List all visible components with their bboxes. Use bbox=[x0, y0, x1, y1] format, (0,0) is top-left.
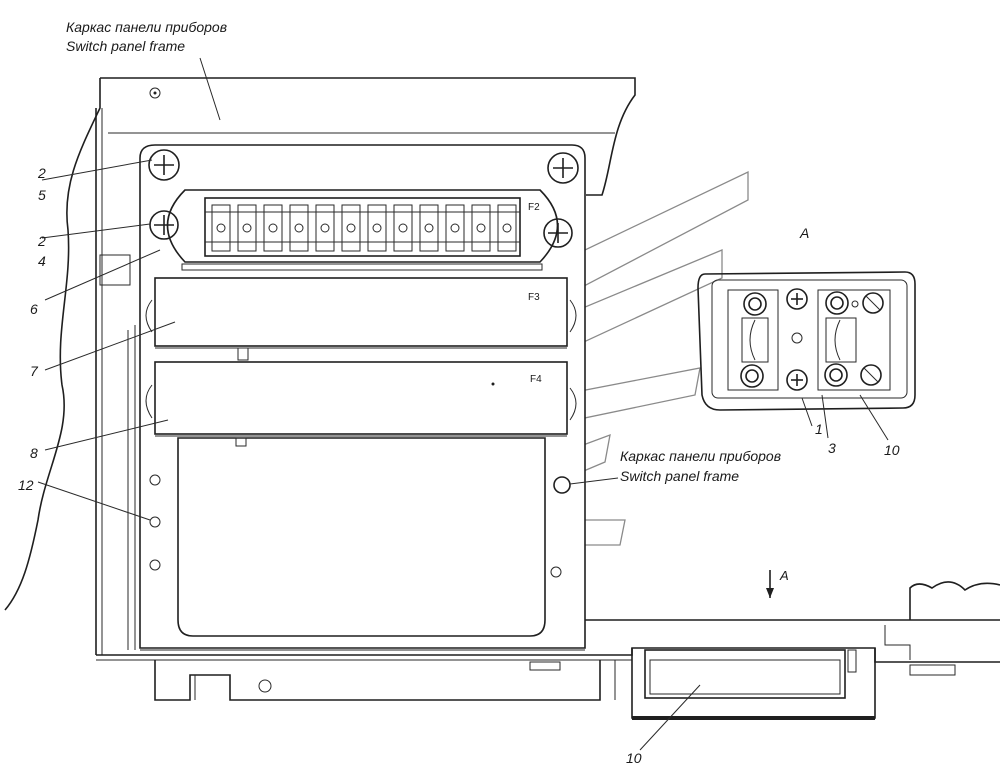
callout-6: 6 bbox=[30, 301, 38, 317]
view-arrow-label: A bbox=[779, 568, 789, 583]
callout-1: 1 bbox=[815, 421, 823, 437]
callout-5: 5 bbox=[38, 187, 46, 203]
view-arrow-a: A bbox=[766, 568, 789, 598]
frame-label-top-ru: Каркас панели приборов bbox=[66, 19, 227, 35]
relay-box bbox=[177, 437, 546, 637]
plate-holes bbox=[149, 474, 571, 578]
callout-10-detail: 10 bbox=[884, 442, 900, 458]
f2-screw-right bbox=[543, 218, 573, 248]
dashboard-housing bbox=[4, 77, 1000, 701]
frame-label-top: Каркас панели приборов Switch panel fram… bbox=[66, 19, 227, 54]
fuse-box-f4: F4 bbox=[145, 347, 577, 437]
fuse-cells bbox=[211, 204, 517, 252]
fuse-label-f3: F3 bbox=[528, 292, 540, 303]
frame-label-mid-en: Switch panel frame bbox=[620, 468, 739, 484]
bottom-module bbox=[614, 648, 876, 720]
frame-label-mid-ru: Каркас панели приборов bbox=[620, 448, 781, 464]
callout-10-bottom: 10 bbox=[626, 750, 642, 766]
callout-numbers: 2 5 2 4 6 7 8 12 1 3 10 10 bbox=[18, 165, 900, 766]
frame-label-top-en: Switch panel frame bbox=[66, 38, 185, 54]
fuse-box-f3: F3 bbox=[145, 277, 577, 349]
f2-screw-left bbox=[149, 210, 179, 240]
callout-7: 7 bbox=[30, 363, 39, 379]
leader-lines bbox=[37, 57, 889, 751]
right-end-piece bbox=[884, 581, 1000, 676]
fuse-label-f4: F4 bbox=[530, 374, 542, 385]
plate-screw-top-right bbox=[547, 152, 579, 184]
callout-2b: 2 bbox=[37, 233, 46, 249]
plate-screw-top-left bbox=[148, 149, 180, 181]
frame-label-mid: Каркас панели приборов Switch panel fram… bbox=[620, 448, 781, 484]
fuse-box-f2: F2 bbox=[166, 189, 559, 271]
callout-4: 4 bbox=[38, 253, 46, 269]
callout-12: 12 bbox=[18, 477, 34, 493]
callout-3: 3 bbox=[828, 440, 836, 456]
callout-2a: 2 bbox=[37, 165, 46, 181]
detail-view-a bbox=[697, 271, 916, 411]
callout-8: 8 bbox=[30, 445, 38, 461]
view-label-a: A bbox=[799, 225, 809, 241]
fuse-label-f2: F2 bbox=[528, 202, 540, 213]
